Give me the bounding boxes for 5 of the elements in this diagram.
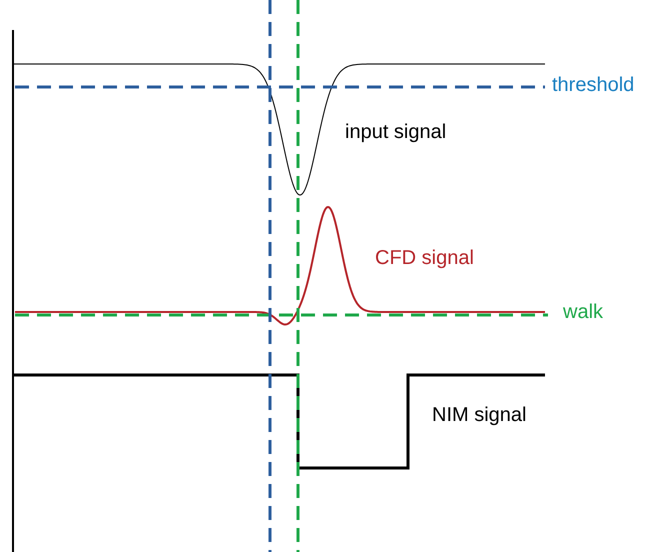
- threshold-label: threshold: [552, 73, 634, 97]
- signal-label: input signal: [345, 120, 446, 144]
- signal-label: NIM signal: [432, 403, 526, 427]
- signal-label: CFD signal: [375, 246, 474, 270]
- walk-label: walk: [563, 300, 604, 324]
